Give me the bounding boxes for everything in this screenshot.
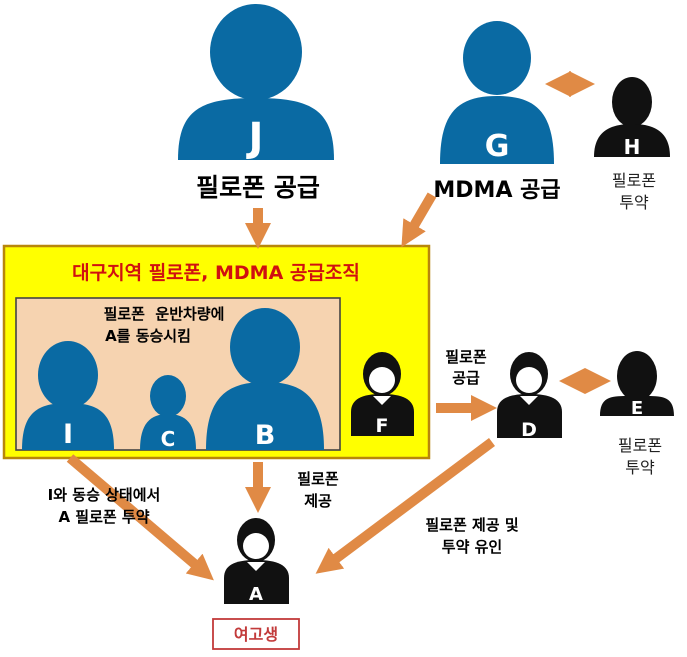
person-c-head-icon <box>150 375 186 417</box>
person-g-body-icon <box>440 96 554 164</box>
person-a: A <box>224 518 289 605</box>
person-c: C <box>140 375 196 451</box>
person-i: I <box>22 341 114 450</box>
person-e-body-icon <box>600 395 674 416</box>
edge-label-i-to-a-line2: A 필로폰 투약 <box>58 508 149 526</box>
person-d-face-icon <box>516 367 542 393</box>
person-b: B <box>206 308 324 451</box>
edge-label-d-to-a-line2: 투약 유인 <box>442 538 502 556</box>
arrows <box>66 71 611 581</box>
person-f-letter: F <box>376 415 389 437</box>
person-b-body-icon <box>206 382 324 450</box>
vehicle-caption-line2: A를 동승시킴 <box>105 327 191 345</box>
org-box-title: 대구지역 필로폰, MDMA 공급조직 <box>72 262 360 284</box>
person-e: E <box>600 351 674 419</box>
arrow-i-to-a <box>66 454 214 581</box>
person-b-head-icon <box>230 308 300 386</box>
person-a-face-icon <box>243 533 269 559</box>
person-i-letter: I <box>63 419 73 450</box>
person-e-caption-line1: 필로폰 <box>618 436 662 455</box>
edge-label-b-to-a-line2: 제공 <box>304 492 332 510</box>
person-d: D <box>497 352 562 441</box>
person-f-collar-icon <box>373 396 391 405</box>
edge-label-i-to-a-line1: I와 동승 상태에서 <box>48 486 161 504</box>
person-a-collar-icon <box>247 562 265 571</box>
vehicle-caption-line1: 필로폰 운반차량에 <box>104 305 225 323</box>
person-g-letter: G <box>485 129 510 164</box>
person-h-head-icon <box>612 77 652 127</box>
edge-label-b-to-a-line1: 필로폰 <box>297 470 339 488</box>
person-e-head-icon <box>617 351 657 401</box>
person-c-body-icon <box>140 414 196 450</box>
person-j-letter: J <box>246 115 264 161</box>
badge-box <box>212 618 300 650</box>
person-a-letter: A <box>249 584 263 605</box>
arrow-d-to-a <box>315 437 495 574</box>
person-h-letter: H <box>624 135 641 159</box>
person-h-body-icon <box>594 124 670 157</box>
edge-label-f-to-d-line1: 필로폰 <box>445 348 487 366</box>
person-i-head-icon <box>38 341 98 409</box>
person-d-body-icon <box>497 394 562 438</box>
person-j-head-icon <box>210 4 302 100</box>
person-h-caption-line2: 투약 <box>619 193 649 212</box>
person-c-letter: C <box>161 427 176 451</box>
person-d-collar-icon <box>520 396 538 405</box>
person-g: G <box>440 21 554 164</box>
person-i-body-icon <box>22 403 114 450</box>
person-g-head-icon <box>463 21 531 95</box>
person-h: H <box>594 77 670 159</box>
person-b-letter: B <box>255 420 276 451</box>
arrow-g-to-org <box>401 192 437 248</box>
person-h-caption-line1: 필로폰 <box>612 171 656 190</box>
person-f: F <box>351 352 414 437</box>
person-g-caption: MDMA 공급 <box>433 178 560 203</box>
person-j-body-icon <box>178 98 334 160</box>
edge-label-d-to-a-line1: 필로폰 제공 및 <box>425 516 518 534</box>
edge-label-f-to-d-line2: 공급 <box>452 369 480 387</box>
badge-text: 여고생 <box>234 625 278 644</box>
person-a-body-icon <box>224 560 289 604</box>
person-e-letter: E <box>631 398 643 419</box>
person-j-caption: 필로폰 공급 <box>196 173 320 202</box>
person-f-body-icon <box>351 394 414 436</box>
person-f-face-icon <box>369 367 395 393</box>
person-d-letter: D <box>521 419 537 441</box>
person-e-caption-line2: 투약 <box>625 458 655 477</box>
person-j: J <box>178 4 334 161</box>
